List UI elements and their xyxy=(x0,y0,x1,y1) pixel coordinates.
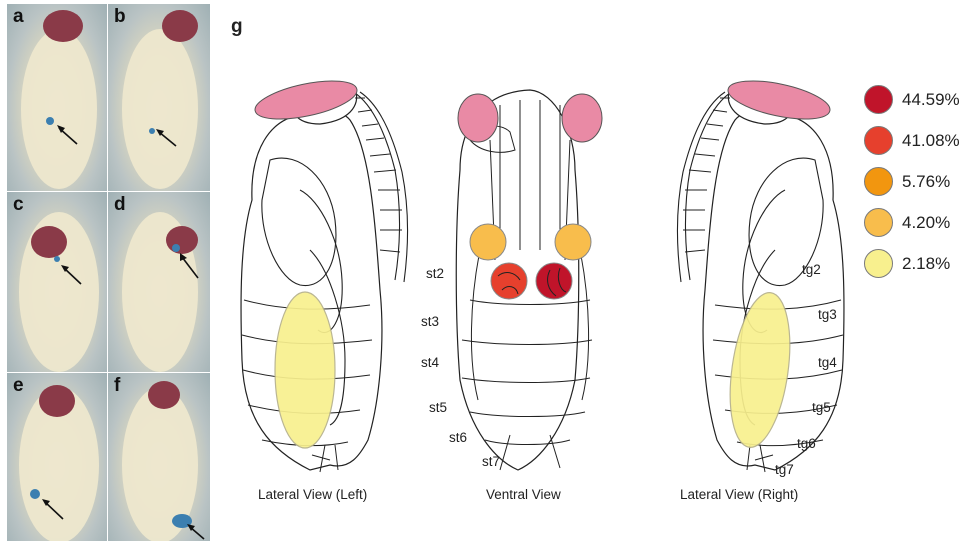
tergite-label-tg6: tg6 xyxy=(797,436,816,451)
caption-lateral-right: Lateral View (Right) xyxy=(680,487,798,502)
legend-label: 5.76% xyxy=(902,172,950,192)
caption-ventral: Ventral View xyxy=(486,487,561,502)
tergite-label-tg3: tg3 xyxy=(818,307,837,322)
legend-label: 2.18% xyxy=(902,254,950,274)
eye-ventral-right xyxy=(562,94,602,142)
legend-swatch xyxy=(864,85,893,114)
legend-item: 5.76% xyxy=(864,167,950,196)
tergite-label-tg4: tg4 xyxy=(818,355,837,370)
legend-swatch xyxy=(864,126,893,155)
sternite-label-st5: st5 xyxy=(429,400,447,415)
sternite-label-st4: st4 xyxy=(421,355,439,370)
sternite-label-st3: st3 xyxy=(421,314,439,329)
legend-label: 4.20% xyxy=(902,213,950,233)
caption-lateral-left: Lateral View (Left) xyxy=(258,487,367,502)
legend-swatch xyxy=(864,167,893,196)
heat-region-st1-left xyxy=(470,224,506,260)
heat-region-st1-right xyxy=(555,224,591,260)
eye-ventral-left xyxy=(458,94,498,142)
heat-region-st2-right xyxy=(536,263,572,299)
legend-label: 44.59% xyxy=(902,90,960,110)
legend-swatch xyxy=(864,249,893,278)
sternite-label-st2: st2 xyxy=(426,266,444,281)
legend-item: 41.08% xyxy=(864,126,960,155)
legend-item: 2.18% xyxy=(864,249,950,278)
tergite-label-tg7: tg7 xyxy=(775,462,794,477)
tergite-label-tg5: tg5 xyxy=(812,400,831,415)
legend-item: 4.20% xyxy=(864,208,950,237)
heat-region-left xyxy=(275,292,335,448)
legend-swatch xyxy=(864,208,893,237)
legend-label: 41.08% xyxy=(902,131,960,151)
sternite-label-st7: st7 xyxy=(482,454,500,469)
tergite-label-tg2: tg2 xyxy=(802,262,821,277)
heat-region-st2-left xyxy=(491,263,527,299)
legend-item: 44.59% xyxy=(864,85,960,114)
sternite-label-st6: st6 xyxy=(449,430,467,445)
